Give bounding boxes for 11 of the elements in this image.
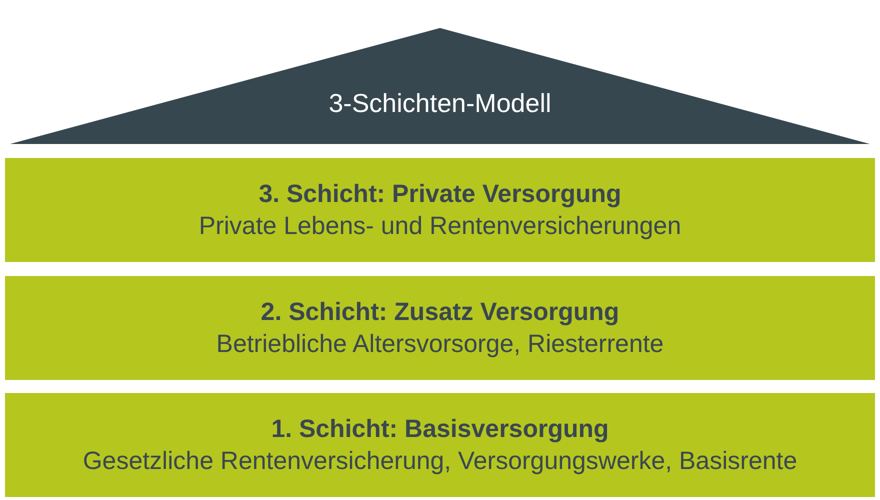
layer-description: Gesetzliche Rentenversicherung, Versorgungswerke, Basisrente — [82, 446, 798, 476]
layer-description: Betriebliche Altersvorsorge, Riesterrente — [216, 328, 664, 360]
layer-heading: 1. Schicht: Basisversorgung — [271, 414, 609, 444]
roof-triangle — [10, 28, 870, 144]
layer-band — [5, 158, 875, 262]
layer-band — [5, 276, 875, 380]
layer-heading: 2. Schicht: Zusatz Versorgung — [260, 296, 620, 328]
layer-description: Private Lebens- und Rentenversicherungen — [198, 210, 682, 242]
roof-title: 3-Schichten-Modell — [328, 88, 552, 118]
layer-band — [5, 393, 875, 497]
layer-heading: 3. Schicht: Private Versorgung — [258, 178, 622, 210]
